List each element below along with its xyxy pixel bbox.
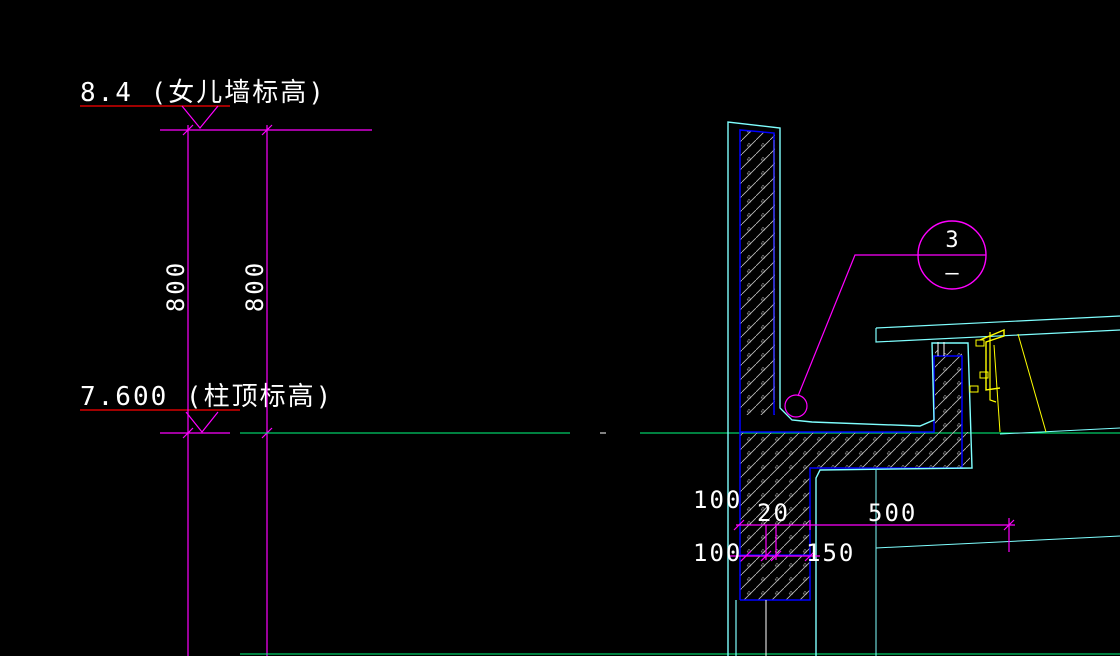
vertical-dim-label-left: 800 — [162, 260, 190, 312]
roof-panel — [875, 315, 1120, 549]
steel-purlin-bracket — [969, 328, 1047, 433]
vertical-dimension-right: 800 — [241, 124, 273, 656]
vertical-dimension-left: 800 — [162, 124, 194, 656]
elevation-marker-column: 7.600 (柱顶标高) — [80, 382, 333, 433]
dim-label-150: 150 — [806, 539, 855, 567]
elevation-label-parapet: 8.4 (女儿墙标高) — [80, 78, 326, 108]
detail-bubble-sheet: – — [945, 261, 959, 286]
dim-label-100-lower: 100 — [693, 539, 742, 567]
gutter-slab-concrete-fill — [740, 432, 970, 600]
parapet-section — [727, 121, 973, 656]
detail-bubble-number: 3 — [945, 228, 958, 253]
parapet-concrete-fill — [740, 130, 775, 415]
waterproof-layer-outline — [727, 121, 973, 656]
elevation-marker-parapet: 8.4 (女儿墙标高) — [80, 78, 326, 129]
dim-label-20: 20 — [757, 499, 790, 527]
upstand-concrete-fill — [935, 350, 962, 432]
horizontal-dimension-500 — [733, 518, 1015, 552]
elevation-label-column: 7.600 (柱顶标高) — [80, 382, 333, 412]
dim-label-500: 500 — [868, 499, 917, 527]
vertical-dim-label-right: 800 — [241, 260, 269, 312]
horizontal-dimension-lower — [728, 525, 820, 562]
detail-callout: 3 – — [784, 220, 987, 418]
dim-label-100-upper: 100 — [693, 486, 742, 514]
detail-callout-target — [784, 394, 808, 418]
